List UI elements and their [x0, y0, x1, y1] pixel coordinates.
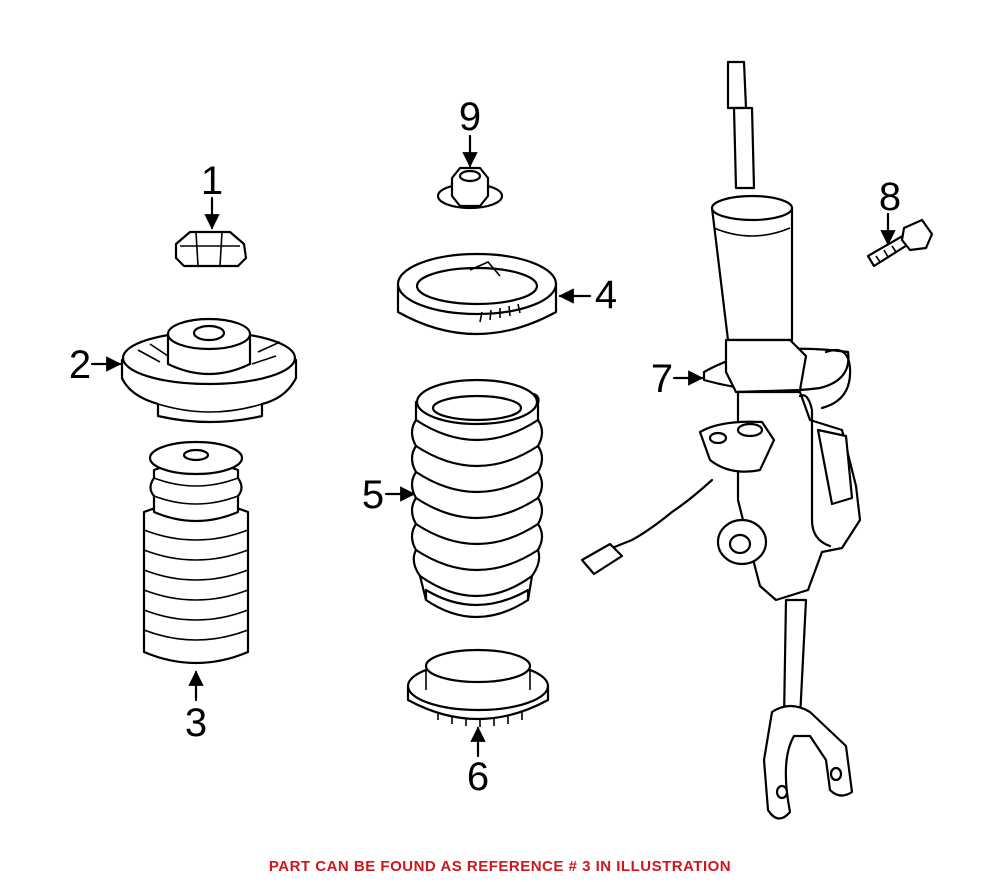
callout-7: 7	[651, 357, 673, 401]
callout-5: 5	[362, 473, 384, 517]
part-3-dust-boot	[142, 440, 250, 665]
part-4-upper-spring-seat	[396, 252, 558, 336]
part-1-top-nut	[174, 230, 248, 268]
callout-3: 3	[185, 701, 207, 745]
callout-6: 6	[467, 755, 489, 799]
part-8-bolt	[866, 218, 934, 268]
reference-note: PART CAN BE FOUND AS REFERENCE # 3 IN IL…	[268, 858, 732, 875]
part-2-strut-mount	[120, 317, 298, 424]
part-7-strut-assembly	[580, 60, 862, 820]
part-5-coil-spring	[410, 378, 544, 618]
callout-4: 4	[595, 273, 617, 317]
callout-9: 9	[459, 95, 481, 139]
part-9-nut	[436, 166, 504, 210]
callout-8: 8	[879, 175, 901, 219]
callout-1: 1	[201, 159, 223, 203]
callout-2: 2	[69, 343, 91, 387]
part-6-lower-spring-seat	[406, 648, 550, 727]
